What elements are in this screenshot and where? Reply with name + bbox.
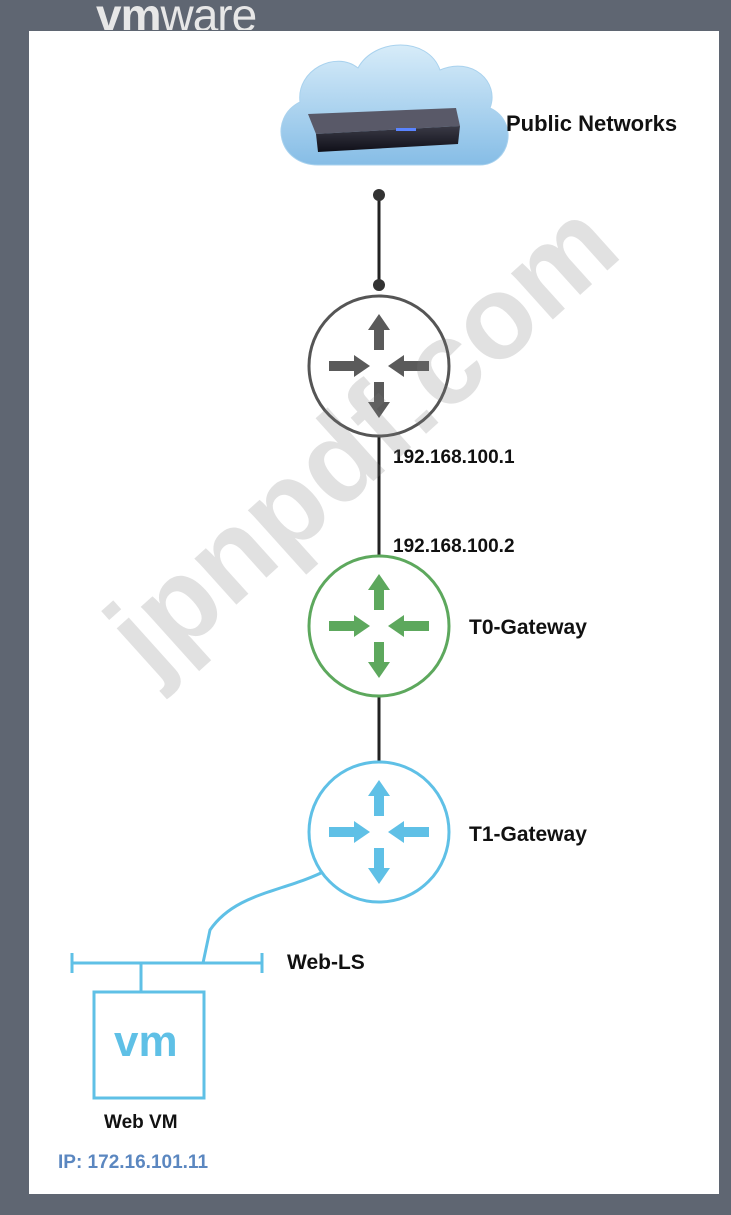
router-icon: [307, 294, 451, 438]
segment-bar: [70, 953, 264, 992]
link-endpoint-top: [373, 189, 385, 201]
vmware-logo: vmware: [96, 0, 256, 30]
logo-prefix: vm: [96, 0, 161, 30]
vm-name-label: Web VM: [104, 1112, 178, 1133]
t0-gateway-label: T0-Gateway: [469, 616, 587, 639]
t1-gateway-label: T1-Gateway: [469, 823, 587, 846]
segment-label: Web-LS: [287, 951, 365, 974]
t1-router-icon: [307, 760, 451, 904]
upstream-ip-label: 192.168.100.1: [393, 447, 515, 468]
vm-icon-text: vm: [114, 1017, 178, 1066]
t0-uplink-ip-label: 192.168.100.2: [393, 536, 515, 557]
network-appliance-icon: [308, 108, 460, 152]
vm-ip-label: IP: 172.16.101.11: [58, 1152, 209, 1173]
virtual-machine-icon: [92, 990, 206, 1100]
t1-to-segment-link: [201, 868, 328, 964]
logo-suffix: ware: [160, 0, 257, 30]
link-endpoint-bottom: [373, 279, 385, 291]
public-networks-label: Public Networks: [506, 111, 678, 136]
t0-router-icon: [307, 554, 451, 698]
